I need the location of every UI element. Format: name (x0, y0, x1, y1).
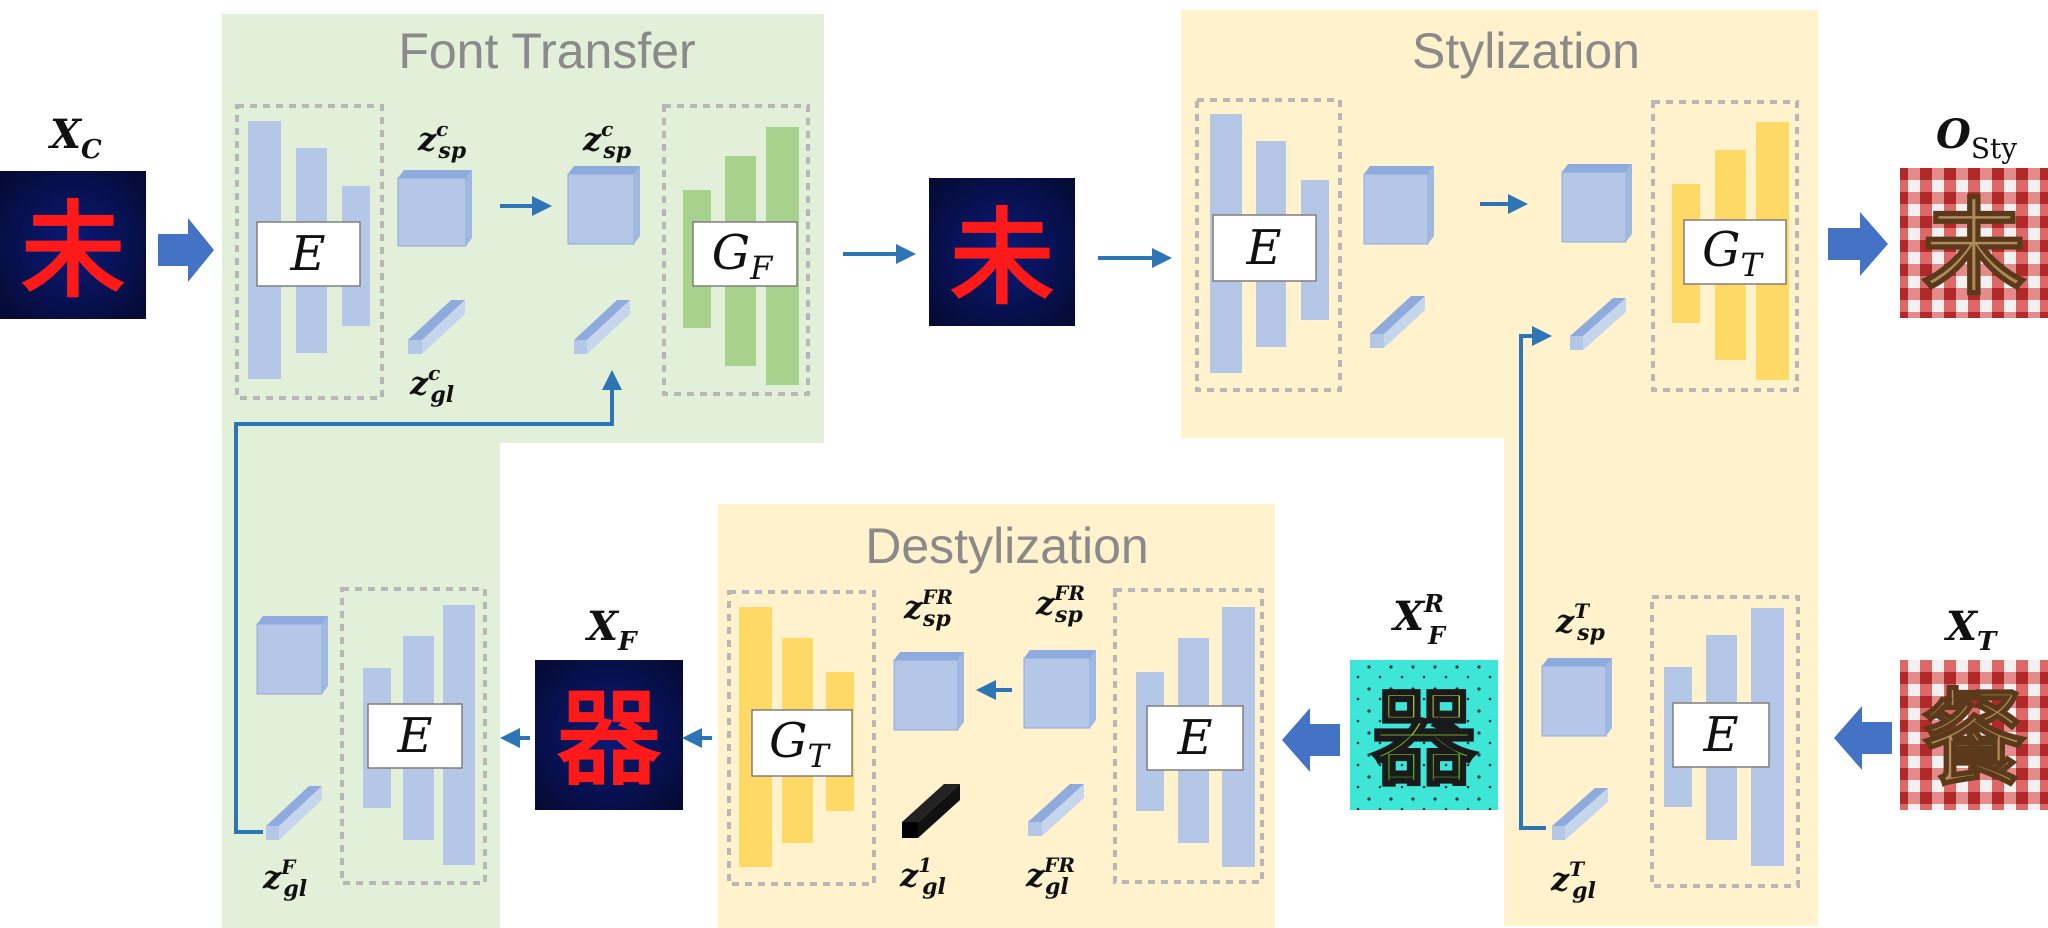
content-glyph: 未 (21, 190, 125, 312)
font-loop-encoder: E (340, 587, 487, 885)
big-arrow-icon (158, 218, 214, 282)
font-image-xf: 器 (535, 660, 683, 810)
stylized-glyph: 未 (1922, 187, 2026, 309)
bar-icon (1370, 296, 1425, 348)
texture-glyph: 餐 (1922, 678, 2026, 800)
bar-icon (574, 300, 630, 354)
stylization-title: Stylization (1412, 23, 1640, 79)
stylization-generator-gt: GT (1651, 100, 1799, 392)
big-arrow-icon (1834, 706, 1892, 770)
cube-icon (397, 170, 472, 247)
cube-icon (1363, 166, 1434, 245)
cube-icon (567, 166, 640, 245)
font-transfer-title: Font Transfer (398, 23, 695, 79)
destylization-title: Destylization (865, 518, 1148, 574)
target-encoder: E (1650, 595, 1800, 888)
font-glyph: 器 (557, 678, 662, 800)
font-transfer-encoder: E (235, 104, 384, 400)
label-osty: OSty (1936, 111, 2017, 165)
label-xc: XC (47, 111, 102, 165)
font-transferred-image: 未 (929, 178, 1075, 326)
cube-icon (1541, 658, 1612, 737)
big-arrows (158, 212, 1892, 772)
arrow-icon (1519, 326, 1552, 830)
encoder-label: E (1176, 710, 1212, 766)
big-arrow-icon (1828, 212, 1888, 276)
latent-cubes (256, 164, 1632, 737)
texture-generator-label: GT (769, 713, 831, 775)
bar-icon-black (902, 784, 960, 838)
encoder-label: E (1245, 220, 1281, 276)
bar-icon (1570, 298, 1626, 350)
arrow-icon (234, 370, 622, 834)
bar-icon (1028, 784, 1084, 836)
bar-icon (266, 786, 322, 840)
encoder-label: E (1702, 707, 1738, 763)
cube-icon (1561, 164, 1632, 243)
latent-bars (266, 296, 1626, 840)
flow-arrows (234, 194, 1552, 834)
reference-image-xfr: 器 (1350, 660, 1498, 810)
texture-generator-label: GT (1702, 222, 1764, 284)
cube-icon (1023, 650, 1096, 729)
texture-image-xt: 餐 (1900, 660, 2048, 810)
stylization-section: Stylization (1181, 10, 1818, 926)
bar-icon (1552, 788, 1608, 840)
destylization-encoder: E (1113, 588, 1264, 884)
label-xt: XT (1943, 603, 1998, 657)
stylization-encoder: E (1195, 98, 1342, 392)
font-generator-gf: GF (662, 104, 810, 396)
output-image-osty: 未 (1900, 168, 2048, 318)
label-xf: XF (584, 603, 638, 657)
content-image-xc: 未 (0, 171, 146, 319)
bar-icon (408, 300, 465, 354)
cube-icon (256, 616, 328, 695)
big-arrow-icon (1282, 708, 1340, 772)
font-generator-label: GF (712, 225, 774, 287)
destylization-generator-gt: GT (727, 590, 876, 886)
cube-icon (893, 652, 964, 731)
font-transferred-glyph: 未 (950, 197, 1054, 319)
reference-glyph: 器 (1372, 678, 1477, 800)
encoder-label: E (396, 708, 432, 764)
encoder-label: E (289, 226, 325, 282)
